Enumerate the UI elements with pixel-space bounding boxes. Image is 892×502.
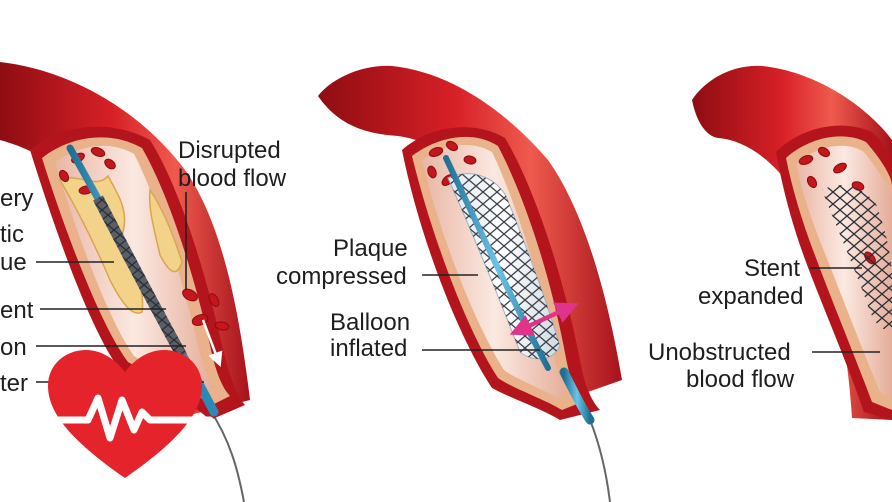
red-blood-cells <box>427 140 477 186</box>
panel-2-balloon-inflated <box>318 65 622 502</box>
label-artery-partial: ery <box>0 185 33 212</box>
label-disrupted: Disrupted <box>178 137 281 164</box>
label-stent-partial: ent <box>0 297 34 324</box>
label-balloon: Balloon <box>330 309 410 336</box>
label-compressed: compressed <box>276 263 407 290</box>
collapsed-stent-mesh <box>93 195 187 359</box>
catheter-shaft <box>443 155 551 371</box>
label-plaque-partial-1: tic <box>0 221 24 248</box>
label-stent: Stent <box>744 255 800 282</box>
label-unobstructed: Unobstructed <box>648 339 791 366</box>
label-plaque: Plaque <box>333 235 408 262</box>
guide-wire <box>209 409 245 502</box>
panel-3-stent-expanded <box>692 65 892 420</box>
guide-wire <box>589 419 611 502</box>
expanded-stent-mesh <box>822 185 892 331</box>
heart-pulse-logo-icon <box>36 350 214 478</box>
label-inflated: inflated <box>330 335 407 362</box>
expansion-arrow <box>509 302 579 336</box>
catheter-tip <box>559 367 595 425</box>
label-plaque-partial-2: ue <box>0 249 27 276</box>
atherosclerotic-plaque-right <box>148 187 183 273</box>
label-unobstructed-flow: blood flow <box>686 366 795 393</box>
label-catheter-partial: ter <box>0 370 28 397</box>
flow-arrow <box>201 319 223 368</box>
panel-1-blocked-artery <box>0 62 250 502</box>
label-blood-flow: blood flow <box>178 165 287 192</box>
label-expanded: expanded <box>698 283 803 310</box>
label-balloon-partial: on <box>0 334 27 361</box>
